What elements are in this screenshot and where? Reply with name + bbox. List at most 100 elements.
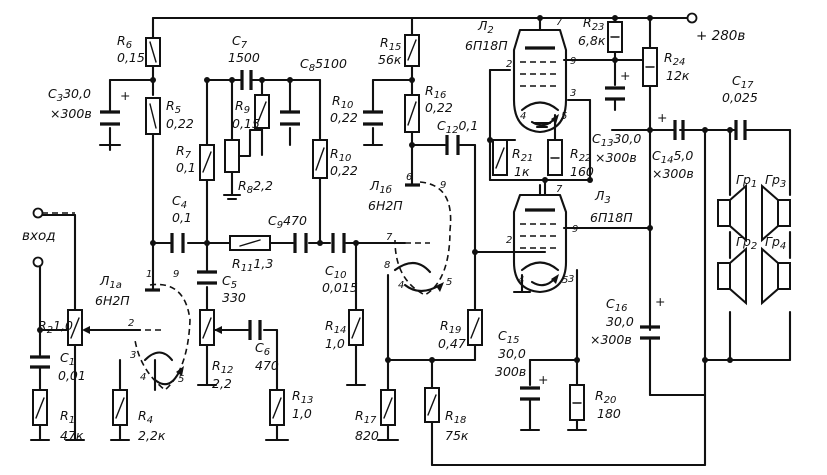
label-r2: R21,0 [38,318,73,336]
label-r12: R12 [212,358,233,376]
label-r15: R15 [380,35,401,53]
wiring [31,18,790,465]
value-r18: 75к [445,428,469,443]
label-r16: R16 [425,83,446,101]
value-c4: 0,1 [172,210,192,225]
speaker-4-cone [762,249,778,303]
type-l2: 6П18П [465,38,508,53]
type-l3: 6П18П [590,210,633,225]
svg-text:9: 9 [572,224,578,235]
label-gr3: Гр3 [765,172,786,190]
tube-l1b [395,182,451,295]
speaker-3-cone [762,186,778,240]
label-c4: C4 [172,193,187,211]
junctions [37,15,733,363]
svg-text:5: 5 [178,374,184,385]
svg-text:4: 4 [518,275,524,286]
svg-text:4: 4 [140,372,146,383]
value-r1: 47к [60,428,84,443]
svg-text:3: 3 [130,350,136,361]
label-r13: R13 [292,388,313,406]
resistor-r8 [225,140,239,172]
speaker-2-body [718,263,730,289]
label-l3: Л3 [594,188,611,206]
speakers [718,186,790,303]
svg-text:6: 6 [406,172,412,183]
svg-text:3: 3 [568,274,574,285]
speaker-2-cone [730,249,746,303]
label-gr1: Гр1 [736,172,757,190]
value-r4: 2,2к [138,428,166,443]
svg-text:+: + [620,68,630,83]
value-c16: 30,0 [606,314,634,329]
speaker-1-cone [730,186,746,240]
svg-text:5: 5 [562,275,568,286]
value-r24: 12к [666,68,690,83]
svg-text:+: + [538,372,548,387]
value-r7: 0,1 [176,160,196,175]
value-r15: 56к [378,52,402,67]
svg-text:9: 9 [570,56,576,67]
value-r21: 1к [514,164,530,179]
svg-text:7: 7 [556,17,563,28]
tube-l1a [125,284,190,390]
supply-terminal [688,14,697,23]
label-r17: R17 [355,408,377,426]
svg-text:3: 3 [570,88,576,99]
speaker-4-body [778,263,790,289]
svg-text:2: 2 [506,235,512,246]
value-r19: 0,47 [438,336,466,351]
label-r1: R1 [60,408,75,426]
label-c10: C10 [325,263,346,281]
value-r5: 0,22 [166,116,194,131]
label-gr4: Гр4 [765,234,786,252]
resistors [33,22,657,425]
label-r6: R6 [117,33,132,51]
value-r9: 0,15 [232,116,260,131]
input-label: вход [22,228,56,244]
input-terminal-bottom [34,258,43,267]
extra-c16: ×300в [590,332,632,347]
value-c6: 470 [255,358,279,373]
value-c5: 330 [222,290,246,305]
svg-text:7: 7 [386,232,393,243]
label-c6: C6 [255,340,270,358]
svg-text:5: 5 [446,277,452,288]
label-c1: C1 [60,350,75,368]
extra-c15: 300в [495,364,526,379]
label-r9: R9 [235,98,250,116]
value-r13: 1,0 [292,406,312,421]
value-c10: 0,015 [322,280,358,295]
svg-text:9: 9 [173,269,179,280]
type-l1b: 6Н2П [368,198,403,213]
speaker-3-body [778,200,790,226]
svg-text:4: 4 [520,111,526,122]
type-l1a: 6Н2П [95,293,130,308]
ground-l2 [534,123,550,127]
svg-text:1: 1 [146,269,152,280]
label-r5: R5 [166,98,181,116]
label-c9: C9470 [268,213,307,231]
svg-text:+: + [657,110,667,125]
value-r10a: 0,22 [330,110,358,125]
label-r23: R23 [583,15,604,33]
label-r21: R21 [512,146,533,164]
value-r20: 180 [597,406,621,421]
label-c8: C85100 [300,56,347,74]
label-r4: R4 [138,408,153,426]
value-r16: 0,22 [425,100,453,115]
polarity-marks: + + + + + [120,68,667,387]
label-c14: C145,0 [652,148,693,166]
svg-text:5: 5 [561,111,567,122]
label-r10b: R10 [330,146,351,164]
speaker-1-body [718,200,730,226]
label-c16: C16 [606,296,627,314]
label-r24: R24 [664,50,685,68]
label-r14: R14 [325,318,346,336]
label-r19: R19 [440,318,461,336]
label-l1b: Л1б [369,178,392,196]
label-gr2: Гр2 [736,234,757,252]
supply-label: + 280в [696,28,745,44]
value-c7: 1500 [228,50,260,65]
